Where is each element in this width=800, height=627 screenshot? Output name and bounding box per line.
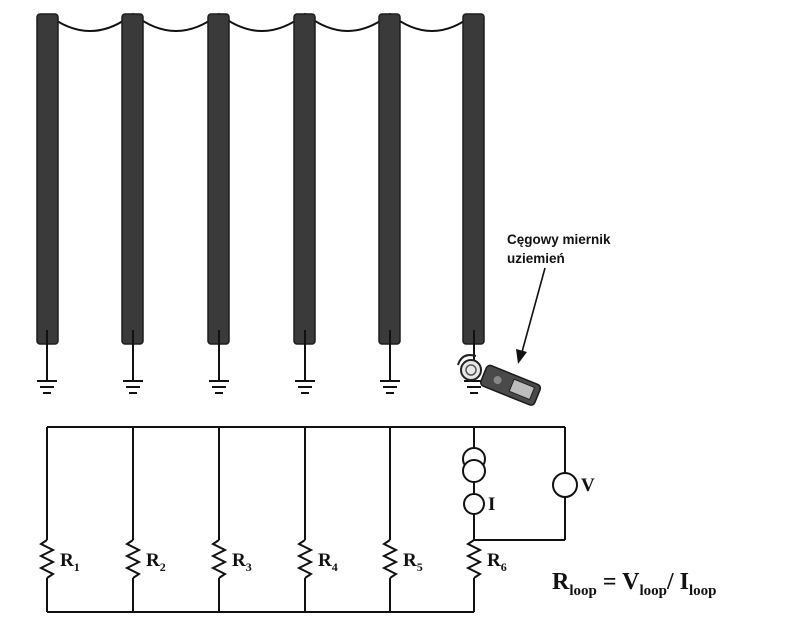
ground-symbol-icon: [123, 330, 143, 394]
resistor-label-5: R5: [403, 550, 423, 574]
resistor-icon: [465, 539, 483, 579]
loop-resistance-formula: Rloop = Vloop/ Iloop: [552, 569, 717, 599]
voltage-label: V: [581, 475, 595, 496]
caption-line-2: uziemień: [507, 251, 565, 266]
annotation-arrow: [516, 267, 546, 364]
pole-5: [378, 13, 401, 345]
pole-6: [462, 13, 485, 345]
ground-symbol-icon: [209, 330, 229, 394]
current-label: I: [488, 494, 495, 515]
resistor-icon: [296, 539, 314, 579]
resistor-label-2: R2: [146, 550, 166, 574]
resistor-icon: [124, 539, 142, 579]
resistor-label-1: R1: [60, 550, 80, 574]
resistor-icon: [210, 539, 228, 579]
resistor-icon: [381, 539, 399, 579]
clamp-meter-caption: Cęgowy miernik uziemień: [507, 230, 677, 268]
overhead-wire: [46, 12, 475, 32]
current-source-icon: [462, 447, 486, 483]
resistor-label-6: R6: [487, 550, 507, 574]
voltmeter-icon: [552, 472, 578, 498]
grounds: [37, 330, 484, 394]
circuit-wiring: [46, 426, 566, 613]
current-meter: [463, 493, 485, 515]
poles: [36, 13, 485, 345]
clamp-meter-icon: [457, 354, 542, 406]
pole-1: [36, 13, 59, 345]
caption-line-1: Cęgowy miernik: [507, 232, 611, 247]
ground-symbol-icon: [380, 330, 400, 394]
ground-symbol-icon: [295, 330, 315, 394]
ground-symbol-icon: [37, 330, 57, 394]
resistors: [38, 539, 483, 579]
resistor-label-4: R4: [318, 550, 338, 574]
pole-4: [293, 13, 316, 345]
resistor-label-3: R3: [232, 550, 252, 574]
pole-2: [121, 13, 144, 345]
pole-3: [207, 13, 230, 345]
resistor-icon: [38, 539, 56, 579]
